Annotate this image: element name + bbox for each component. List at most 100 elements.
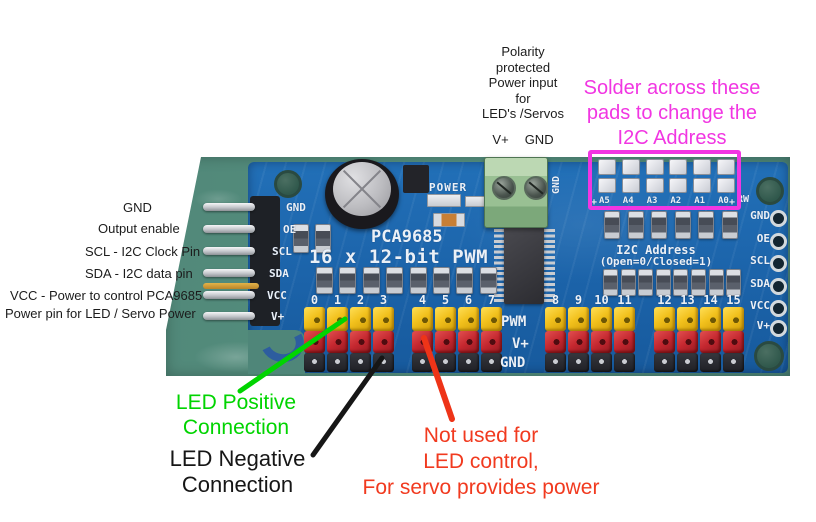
polarity-note-line: Polarity (501, 44, 545, 59)
pwm-pin-cap (435, 307, 456, 331)
vplus-pin-cap (545, 331, 566, 353)
gnd-pin-cap (435, 353, 456, 372)
terminal-screw (492, 176, 516, 200)
right-pin-silk-gnd: GND (750, 209, 770, 222)
i2c-address-note-line: Solder across these (583, 77, 761, 99)
vplus-pin-cap (591, 331, 612, 353)
smd-resistor (638, 269, 654, 296)
pwm-pin-cap (654, 307, 675, 331)
vplus-pin-cap (458, 331, 479, 353)
led-negative-note: LED Negative Connection (135, 446, 340, 498)
smd-resistor (315, 224, 331, 253)
i2c-address-note-line: I2C Address (617, 127, 727, 149)
vplus-terminal-label: V+ (492, 131, 509, 147)
left-pin-silk-v+: V+ (271, 310, 285, 323)
i2c-address-hint-silk: (Open=0/Closed=1) (599, 255, 713, 268)
smd-resistor (698, 211, 715, 239)
channel-number-silk: 5 (441, 293, 450, 307)
mount-hole-top-right (756, 177, 784, 205)
vplus-pin-cap (435, 331, 456, 353)
gnd-terminal-label: GND (524, 131, 554, 147)
chip-name-silk: PCA9685 (371, 227, 443, 247)
polarity-note-line: LED's /Servos (482, 106, 564, 121)
smd-resistor (433, 213, 465, 227)
through-hole (770, 300, 787, 317)
capacitor-top (333, 162, 391, 216)
channel-number-silk: 3 (379, 293, 388, 307)
gnd-pin-cap (591, 353, 612, 372)
address-pad-silk-a0: A0 (718, 196, 729, 206)
gnd-pin-cap (614, 353, 635, 372)
address-pad-silk-a2: A2 (670, 196, 682, 206)
channel-number-silk: 7 (487, 293, 496, 307)
mount-hole-top-left (274, 170, 302, 198)
chip-desc-silk: 16 x 12-bit PWM (309, 246, 489, 268)
address-pad-silk-a3: A3 (646, 196, 658, 206)
through-hole (770, 255, 787, 272)
pwm-pin-cap (373, 307, 394, 331)
right-pin-silk-v+: V+ (756, 319, 770, 332)
address-pad-silk-a4: A4 (622, 196, 634, 206)
address-pad (693, 178, 712, 193)
pin-description-label: GND (123, 200, 152, 215)
address-pad-silk-a1: A1 (694, 196, 706, 206)
polarity-note-line: for (515, 90, 531, 106)
channel-number-silk: 11 (617, 293, 632, 307)
address-pad (717, 178, 735, 193)
gnd-pin-cap (677, 353, 698, 372)
terminal-pin-labels: V+ GND (443, 132, 603, 148)
pwm-pin-cap (591, 307, 612, 331)
pca9685-chip (504, 226, 544, 304)
address-pad (621, 178, 640, 193)
pwm-pin-cap (568, 307, 589, 331)
pwm-pin-cap (614, 307, 635, 331)
smd-resistor (603, 269, 618, 296)
address-pad (621, 159, 640, 175)
power-led (427, 194, 461, 207)
polarity-note-line: protected (495, 59, 551, 75)
gold-pin (203, 283, 259, 289)
gnd-pin-cap (481, 353, 502, 372)
gnd-pin-cap (545, 353, 566, 372)
left-header-plastic (250, 196, 280, 326)
power-silk-label: POWER (429, 181, 468, 194)
through-hole (770, 320, 787, 337)
i2c-address-note-line: pads to change the (586, 102, 758, 124)
gnd-pin-cap (412, 353, 433, 372)
servo-power-note: Not used for LED control, For servo prov… (326, 423, 636, 501)
pin-description-label: Output enable (98, 221, 180, 236)
vplus-pin-cap (481, 331, 502, 353)
pwm-pin-cap (700, 307, 721, 331)
header-pin (203, 203, 255, 211)
left-pin-silk-gnd: GND (286, 201, 306, 214)
smd-resistor (339, 267, 357, 294)
rw-silk: RW (737, 194, 750, 205)
channel-number-silk: 0 (310, 293, 319, 307)
smd-resistor (293, 224, 309, 253)
gnd-pin-cap (568, 353, 589, 372)
pwm-pin-cap (677, 307, 698, 331)
right-pin-silk-sda: SDA (750, 277, 770, 290)
pin-description-label: SCL - I2C Clock Pin (85, 244, 201, 259)
led-positive-note-line: LED Positive (175, 391, 297, 414)
i2c-address-note: Solder across these pads to change the I… (512, 76, 816, 151)
pwm-pin-cap (327, 307, 348, 331)
plus-silk: + (591, 197, 598, 208)
pwm-pin-cap (458, 307, 479, 331)
gnd-pin-cap (654, 353, 675, 372)
pwm-pin-cap (545, 307, 566, 331)
smd-resistor (673, 269, 689, 296)
pwm-row-silk: PWM (501, 314, 527, 330)
channel-number-silk: 4 (418, 293, 427, 307)
through-hole (770, 278, 787, 295)
channel-number-silk: 9 (574, 293, 583, 307)
header-pin (203, 291, 255, 299)
channel-number-silk: 10 (594, 293, 609, 307)
right-pin-silk-oe: OE (756, 232, 770, 245)
gnd-pin-cap (373, 353, 394, 372)
pin-description-label: SDA - I2C data pin (85, 266, 193, 281)
address-pad-silk-a5: A5 (599, 196, 610, 206)
pin-description-label: Power pin for LED / Servo Power (5, 306, 196, 321)
channel-number-silk: 1 (333, 293, 342, 307)
address-pad (669, 159, 688, 175)
